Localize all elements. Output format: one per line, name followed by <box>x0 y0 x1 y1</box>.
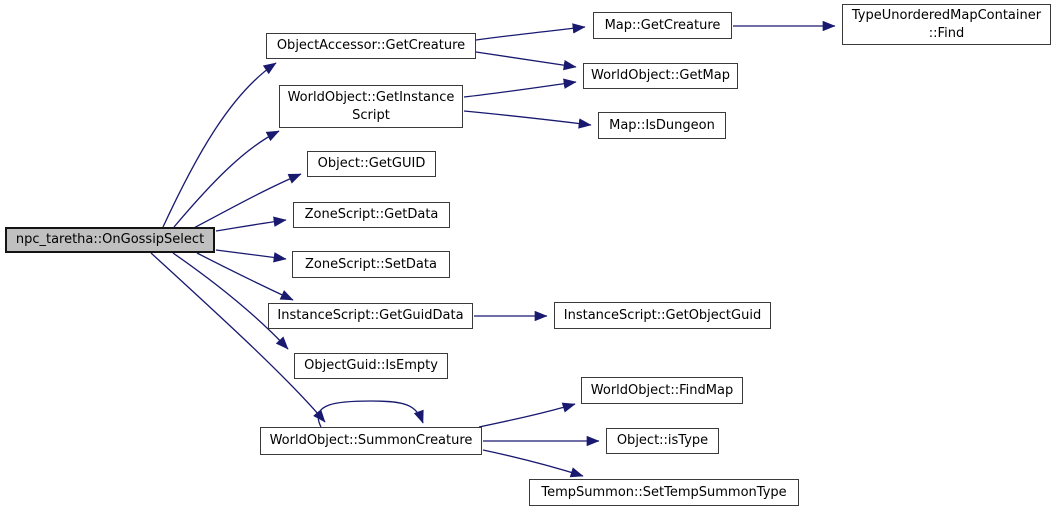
node-zonescript-setdata[interactable]: ZoneScript::SetData <box>292 251 450 278</box>
node-worldobject-findmap[interactable]: WorldObject::FindMap <box>581 377 743 404</box>
edge-ongossipselect-to-getinstancescript <box>173 130 280 228</box>
edge-ongossipselect-to-zonegetdata <box>215 216 287 232</box>
node-worldobject-summoncreature[interactable]: WorldObject::SummonCreature <box>260 427 482 455</box>
edge-getinstancescript-to-isdungeon <box>463 110 592 129</box>
edge-getcreature-to-getmap <box>475 51 577 71</box>
edge-ongossipselect-to-getcreature <box>162 62 277 228</box>
edge-ongossipselect-to-zonesetdata <box>215 249 287 263</box>
node-tempsummon-settempsummontype[interactable]: TempSummon::SetTempSummonType <box>529 479 799 506</box>
edge-summoncreature-to-settempsummontype <box>482 449 584 478</box>
node-worldobject-getinstancescript[interactable]: WorldObject::GetInstance Script <box>279 85 463 128</box>
edge-ongossipselect-to-getguiddata <box>196 252 294 301</box>
edge-getinstancescript-to-getmap <box>463 78 577 98</box>
edge-summoncreature-to-findmap <box>478 402 576 428</box>
node-object-getguid[interactable]: Object::GetGUID <box>307 151 436 177</box>
node-objectaccessor-getcreature[interactable]: ObjectAccessor::GetCreature <box>266 33 476 59</box>
edge-ongossipselect-to-isempty <box>172 252 289 350</box>
node-instancescript-getguiddata[interactable]: InstanceScript::GetGuidData <box>268 303 473 329</box>
edge-getcreature-to-mapgetcreature <box>475 23 586 41</box>
edge-ongossipselect-to-summoncreature <box>150 252 326 423</box>
node-map-getcreature[interactable]: Map::GetCreature <box>593 12 732 39</box>
edge-summoncreature-self-loop <box>317 400 424 428</box>
node-zonescript-getdata[interactable]: ZoneScript::GetData <box>293 202 450 228</box>
node-instancescript-getobjectguid[interactable]: InstanceScript::GetObjectGuid <box>554 302 771 329</box>
node-worldobject-getmap[interactable]: WorldObject::GetMap <box>583 63 738 89</box>
node-map-isdungeon[interactable]: Map::IsDungeon <box>598 112 726 139</box>
node-objectguid-isempty[interactable]: ObjectGuid::IsEmpty <box>294 353 448 379</box>
node-npc-taretha-ongossipselect: npc_taretha::OnGossipSelect <box>5 227 215 253</box>
edge-ongossipselect-to-getguid <box>191 173 302 230</box>
node-object-istype[interactable]: Object::isType <box>606 428 719 454</box>
node-typeunorderedmapcontainer-find[interactable]: TypeUnorderedMapContainer ::Find <box>842 4 1051 45</box>
